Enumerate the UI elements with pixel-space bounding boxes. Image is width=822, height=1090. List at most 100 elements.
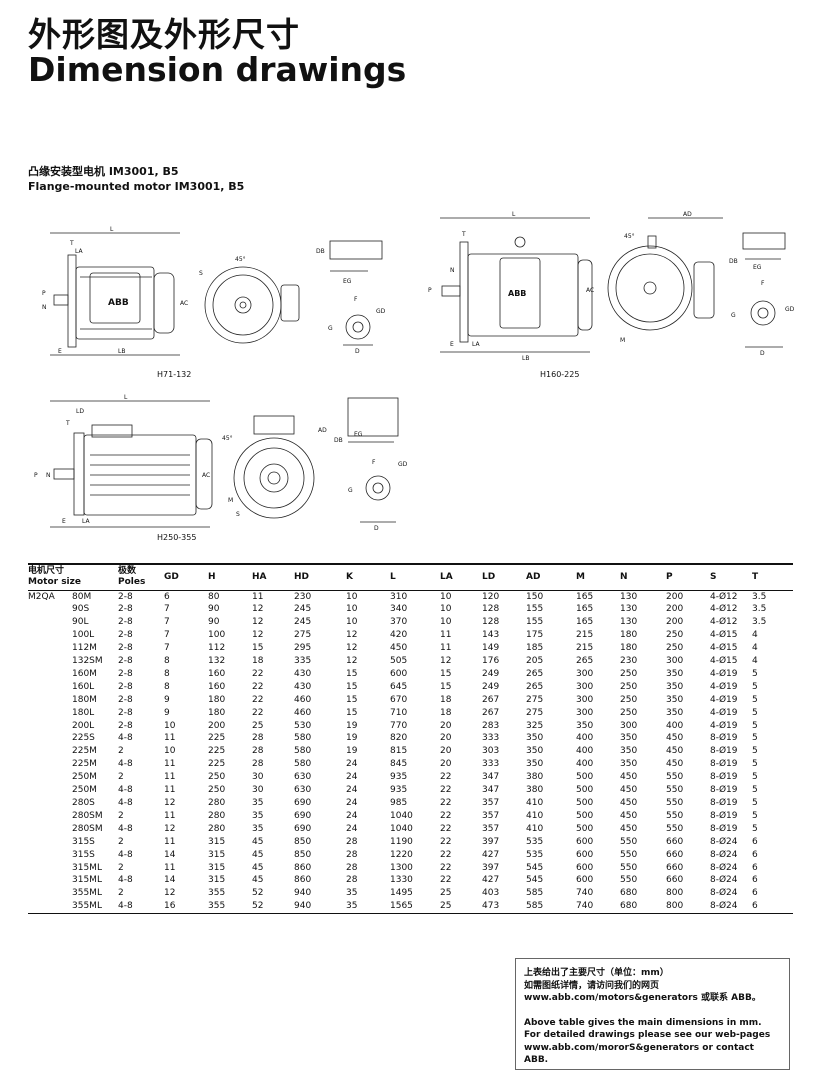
svg-text:LA: LA	[75, 248, 83, 255]
size-cell: 250M	[72, 772, 97, 783]
size-cell: 80M	[72, 591, 92, 602]
note-zh-line3: www.abb.com/motors&generators 或联系 ABB。	[524, 993, 761, 1003]
value-cell: 19	[346, 746, 358, 757]
value-cell: 24	[346, 759, 358, 770]
value-cell: 550	[666, 823, 684, 834]
note-en-line2: For detailed drawings please see our web…	[524, 1030, 771, 1040]
note-en-line1: Above table gives the main dimensions in…	[524, 1017, 762, 1028]
value-cell: 22	[440, 798, 452, 808]
size-cell: 90L	[72, 617, 89, 628]
value-cell: 12	[164, 798, 176, 808]
value-cell: 45	[252, 875, 264, 886]
value-cell: 15	[346, 681, 358, 692]
value-cell: 250	[620, 694, 638, 705]
value-cell: 4-Ø12	[710, 617, 738, 628]
value-cell: 325	[526, 720, 544, 731]
value-cell: 500	[576, 810, 594, 821]
value-cell: 315	[208, 875, 226, 886]
value-cell: 7	[164, 630, 170, 641]
value-cell: 1495	[390, 888, 413, 899]
value-cell: 30	[252, 772, 264, 783]
value-cell: 16	[164, 901, 176, 912]
size-cell: 180L	[72, 707, 95, 718]
size-cell: 200L	[72, 720, 95, 731]
svg-text:T: T	[65, 420, 70, 427]
value-cell: 550	[666, 772, 684, 783]
value-cell: 315	[208, 849, 226, 860]
note-box: 上表给出了主要尺寸（单位：mm） 如需图纸详情，请访问我们的网页 www.abb…	[515, 958, 790, 1070]
value-cell: 22	[440, 785, 452, 796]
value-cell: 740	[576, 901, 594, 912]
value-cell: 28	[252, 759, 264, 770]
svg-text:P: P	[42, 290, 46, 297]
poles-cell: 4-8	[118, 759, 133, 770]
header-ha: HA	[252, 571, 267, 582]
svg-text:N: N	[46, 472, 51, 479]
value-cell: 120	[482, 591, 500, 602]
section-subtitle-zh: 凸缘安装型电机 IM3001, B5	[28, 165, 179, 178]
value-cell: 660	[666, 836, 684, 847]
value-cell: 230	[294, 591, 312, 602]
value-cell: 8-Ø19	[710, 823, 738, 834]
drawing-h71-132-shaft-detail: DB EG F G GD D	[316, 240, 386, 355]
value-cell: 450	[620, 823, 638, 834]
poles-cell: 2	[118, 746, 124, 757]
series-cell: M2QA	[28, 591, 55, 602]
svg-text:S: S	[236, 511, 240, 518]
value-cell: 347	[482, 772, 500, 783]
value-cell: 1040	[390, 823, 413, 834]
series-cell	[28, 849, 72, 862]
value-cell: 185	[526, 643, 544, 654]
value-cell: 6	[752, 901, 758, 912]
value-cell: 10	[346, 604, 358, 615]
svg-text:DB: DB	[316, 248, 325, 255]
value-cell: 8-Ø19	[710, 798, 738, 808]
header-n: N	[620, 571, 628, 582]
header-hd: HD	[294, 571, 310, 582]
value-cell: 10	[440, 591, 452, 602]
size-cell: 225S	[72, 733, 95, 744]
size-cell: 315S	[72, 849, 95, 860]
poles-cell: 2	[118, 810, 124, 821]
value-cell: 280	[208, 798, 226, 808]
svg-text:LB: LB	[522, 355, 529, 362]
value-cell: 300	[666, 656, 684, 667]
value-cell: 8-Ø19	[710, 785, 738, 796]
value-cell: 22	[440, 823, 452, 834]
value-cell: 14	[164, 875, 176, 886]
value-cell: 300	[576, 707, 594, 718]
value-cell: 850	[294, 836, 312, 847]
series-cell	[28, 758, 72, 771]
value-cell: 580	[294, 759, 312, 770]
value-cell: 500	[576, 798, 594, 808]
value-cell: 645	[390, 681, 408, 692]
value-cell: 5	[752, 759, 758, 770]
value-cell: 24	[346, 772, 358, 783]
value-cell: 355	[208, 888, 226, 899]
value-cell: 1190	[390, 836, 413, 847]
series-cell	[28, 862, 72, 875]
value-cell: 249	[482, 681, 500, 692]
value-cell: 20	[440, 759, 452, 770]
svg-text:S: S	[199, 270, 203, 277]
value-cell: 22	[440, 836, 452, 847]
value-cell: 1565	[390, 901, 413, 912]
poles-cell: 2	[118, 888, 124, 899]
value-cell: 12	[252, 604, 264, 615]
value-cell: 80	[208, 591, 220, 602]
poles-cell: 4-8	[118, 733, 133, 744]
value-cell: 160	[208, 668, 226, 679]
value-cell: 22	[252, 668, 264, 679]
svg-text:DB: DB	[729, 258, 738, 265]
value-cell: 22	[440, 849, 452, 860]
value-cell: 430	[294, 681, 312, 692]
value-cell: 5	[752, 772, 758, 783]
value-cell: 845	[390, 759, 408, 770]
value-cell: 600	[576, 875, 594, 886]
value-cell: 450	[390, 643, 408, 654]
series-cell	[28, 668, 72, 681]
value-cell: 350	[576, 720, 594, 731]
